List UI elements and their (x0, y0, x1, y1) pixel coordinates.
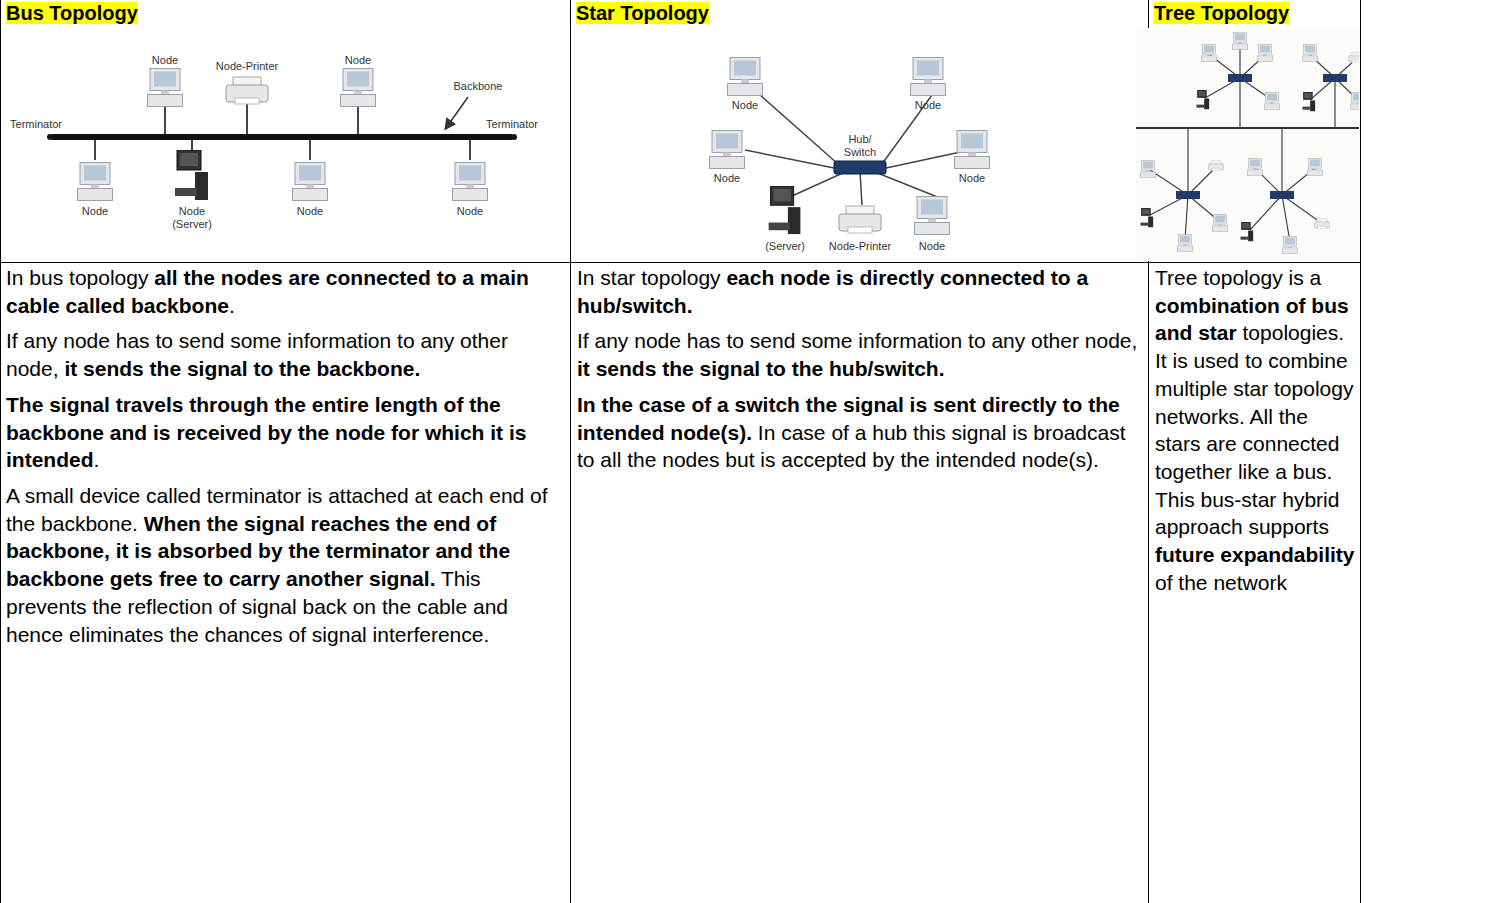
bold-text: it sends the signal to the hub/switch. (577, 357, 945, 380)
body-text: In bus topology (6, 266, 154, 289)
column-title: Star Topology (576, 2, 709, 24)
device-label: Node (714, 172, 740, 185)
body-text: If any node has to send some information… (577, 329, 1137, 352)
column-header: Tree Topology (1154, 2, 1289, 25)
table-cell: In bus topology all the nodes are connec… (6, 264, 564, 656)
body-text: Tree topology is a (1155, 266, 1321, 289)
device-label: Terminator (10, 118, 62, 131)
device-label: Node (959, 172, 985, 185)
paragraph: In bus topology all the nodes are connec… (6, 264, 564, 319)
bold-text: it sends the signal to the backbone. (64, 357, 420, 380)
paragraph: If any node has to send some information… (577, 327, 1141, 382)
device-label: Node (732, 99, 758, 112)
column-header: Star Topology (576, 2, 709, 25)
device-label: Backbone (454, 80, 503, 93)
device-label: Node (297, 205, 323, 218)
table-cell: Tree topology is a combination of bus an… (1155, 264, 1355, 605)
column-title: Tree Topology (1154, 2, 1289, 24)
paragraph: In star topology each node is directly c… (577, 264, 1141, 319)
device-label: Node (82, 205, 108, 218)
device-label: Terminator (486, 118, 538, 131)
bus-illustration (47, 69, 517, 201)
paragraph: The signal travels through the entire le… (6, 391, 564, 474)
body-text: topologies. It is used to combine multip… (1155, 321, 1353, 538)
column-title: Bus Topology (6, 2, 138, 24)
device-label: Node-Printer (216, 60, 278, 73)
star-illustration (710, 58, 990, 235)
paragraph: Tree topology is a combination of bus an… (1155, 264, 1355, 597)
body-text: . (94, 448, 100, 471)
device-label: Node (915, 99, 941, 112)
device-label: Node (457, 205, 483, 218)
bold-text: The signal travels through the entire le… (6, 393, 526, 471)
device-label: Node (345, 54, 371, 67)
paragraph: A small device called terminator is atta… (6, 482, 564, 648)
column-header: Bus Topology (6, 2, 138, 25)
device-label: Node (152, 54, 178, 67)
tree-illustration (1136, 28, 1359, 261)
paragraph: In the case of a switch the signal is se… (577, 391, 1141, 474)
device-label: Node (Server) (170, 205, 214, 230)
table-cell: In star topology each node is directly c… (577, 264, 1141, 482)
body-text: . (229, 294, 235, 317)
device-label: (Server) (765, 240, 805, 253)
device-label: Node (919, 240, 945, 253)
device-label: Node-Printer (829, 240, 891, 253)
body-text: In star topology (577, 266, 726, 289)
body-text: of the network (1155, 571, 1287, 594)
paragraph: If any node has to send some information… (6, 327, 564, 382)
device-label: Hub/ Switch (838, 133, 882, 158)
bold-text: future expandability (1155, 543, 1355, 566)
table-grid (0, 0, 1361, 903)
